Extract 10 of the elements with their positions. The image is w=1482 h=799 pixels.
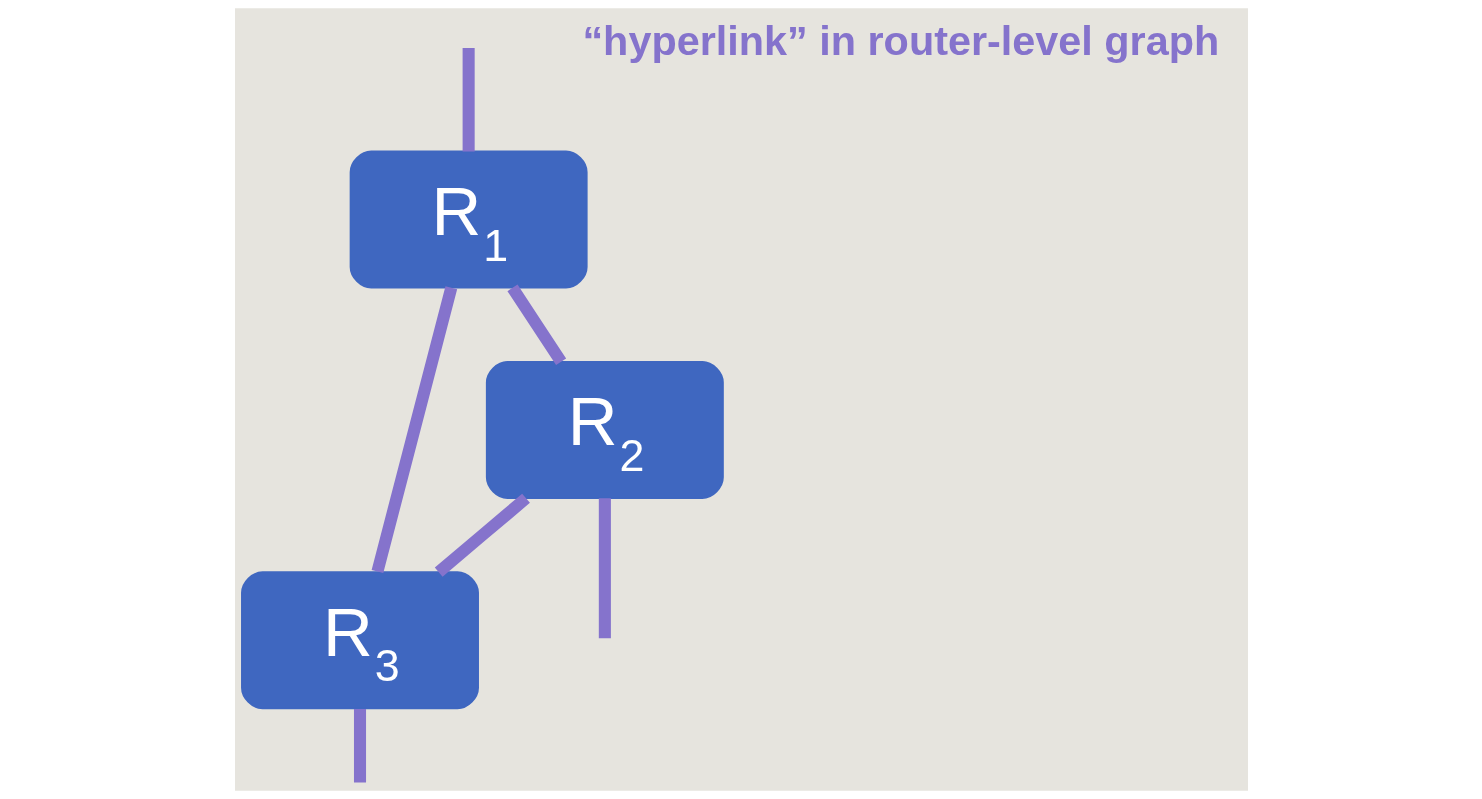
- node-box: R$_{1}$: [349, 150, 588, 289]
- connector: [462, 48, 475, 152]
- node-box: R$_{3}$: [240, 571, 479, 710]
- connector: [371, 286, 457, 574]
- connector: [506, 284, 566, 365]
- label: “hyperlink” in router-level graph: [581, 18, 1219, 65]
- connector: [434, 493, 530, 577]
- connector: [353, 708, 366, 783]
- node-box: R$_{2}$: [485, 360, 724, 499]
- connector: [598, 498, 611, 639]
